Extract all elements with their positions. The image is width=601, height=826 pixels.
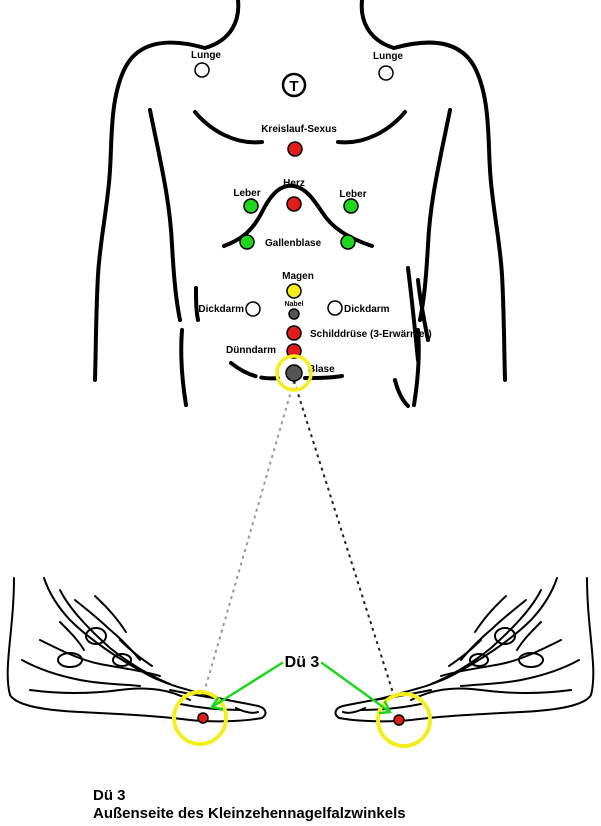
foot-point-label: Dü 3 — [285, 654, 320, 671]
label-nabel: Nabel — [284, 301, 303, 308]
caption-description: Außenseite des Kleinzehennagelfalzwinkel… — [93, 805, 406, 822]
point-kreislauf — [287, 141, 303, 157]
caption-title: Dü 3 — [93, 787, 126, 804]
left-foot — [6, 577, 267, 723]
label-dickdarm-left: Dickdarm — [198, 304, 244, 315]
point-leber-left — [243, 198, 259, 214]
label-gallenblase: Gallenblase — [265, 238, 322, 249]
point-duenn — [286, 343, 302, 359]
label-lunge-right: Lunge — [373, 51, 403, 62]
label-leber-right: Leber — [339, 189, 366, 200]
rib-arch — [222, 183, 374, 248]
point-schild — [286, 325, 302, 341]
label-kreislauf: Kreislauf-Sexus — [261, 124, 337, 135]
arrows — [209, 661, 392, 715]
arrow-right — [320, 661, 392, 714]
throat-symbol: T — [281, 72, 307, 98]
label-magen: Magen — [282, 271, 314, 282]
points-layer — [194, 62, 394, 382]
point-dick-left — [245, 301, 261, 317]
right-foot-highlight-ring — [376, 692, 432, 748]
point-nabel — [288, 308, 300, 320]
arrow-left — [210, 661, 284, 709]
label-blase: Blase — [308, 364, 335, 375]
svg-text:T: T — [289, 78, 298, 95]
arrow-left-head — [209, 696, 224, 711]
point-magen — [286, 283, 302, 299]
label-herz: Herz — [283, 178, 305, 189]
label-leber-left: Leber — [233, 188, 260, 199]
point-galle-right — [340, 234, 356, 250]
blase-highlight-ring — [275, 354, 313, 392]
label-duenndarm: Dünndarm — [226, 345, 276, 356]
point-herz — [286, 196, 302, 212]
point-lunge-right — [378, 65, 394, 81]
left-foot-highlight-ring — [172, 690, 228, 746]
guide-line-right — [293, 380, 395, 697]
torso-labels: Lunge Lunge Kreislauf-Sexus Herz Leber L… — [191, 50, 432, 375]
torso-outline — [93, 0, 507, 408]
point-blase — [285, 364, 303, 382]
point-lunge-left — [194, 62, 210, 78]
right-foot-point — [393, 714, 405, 726]
label-schilddruese: Schilddrüse (3-Erwärmer) — [310, 329, 432, 340]
label-dickdarm-right: Dickdarm — [344, 304, 390, 315]
guide-line-left — [202, 380, 295, 697]
point-dick-right — [327, 300, 343, 316]
point-galle-left — [239, 234, 255, 250]
arrow-right-head — [378, 700, 392, 715]
caption: Dü 3 Außenseite des Kleinzehennagelfalzw… — [93, 787, 406, 823]
point-leber-right — [343, 198, 359, 214]
left-foot-point — [197, 712, 209, 724]
label-lunge-left: Lunge — [191, 50, 221, 61]
